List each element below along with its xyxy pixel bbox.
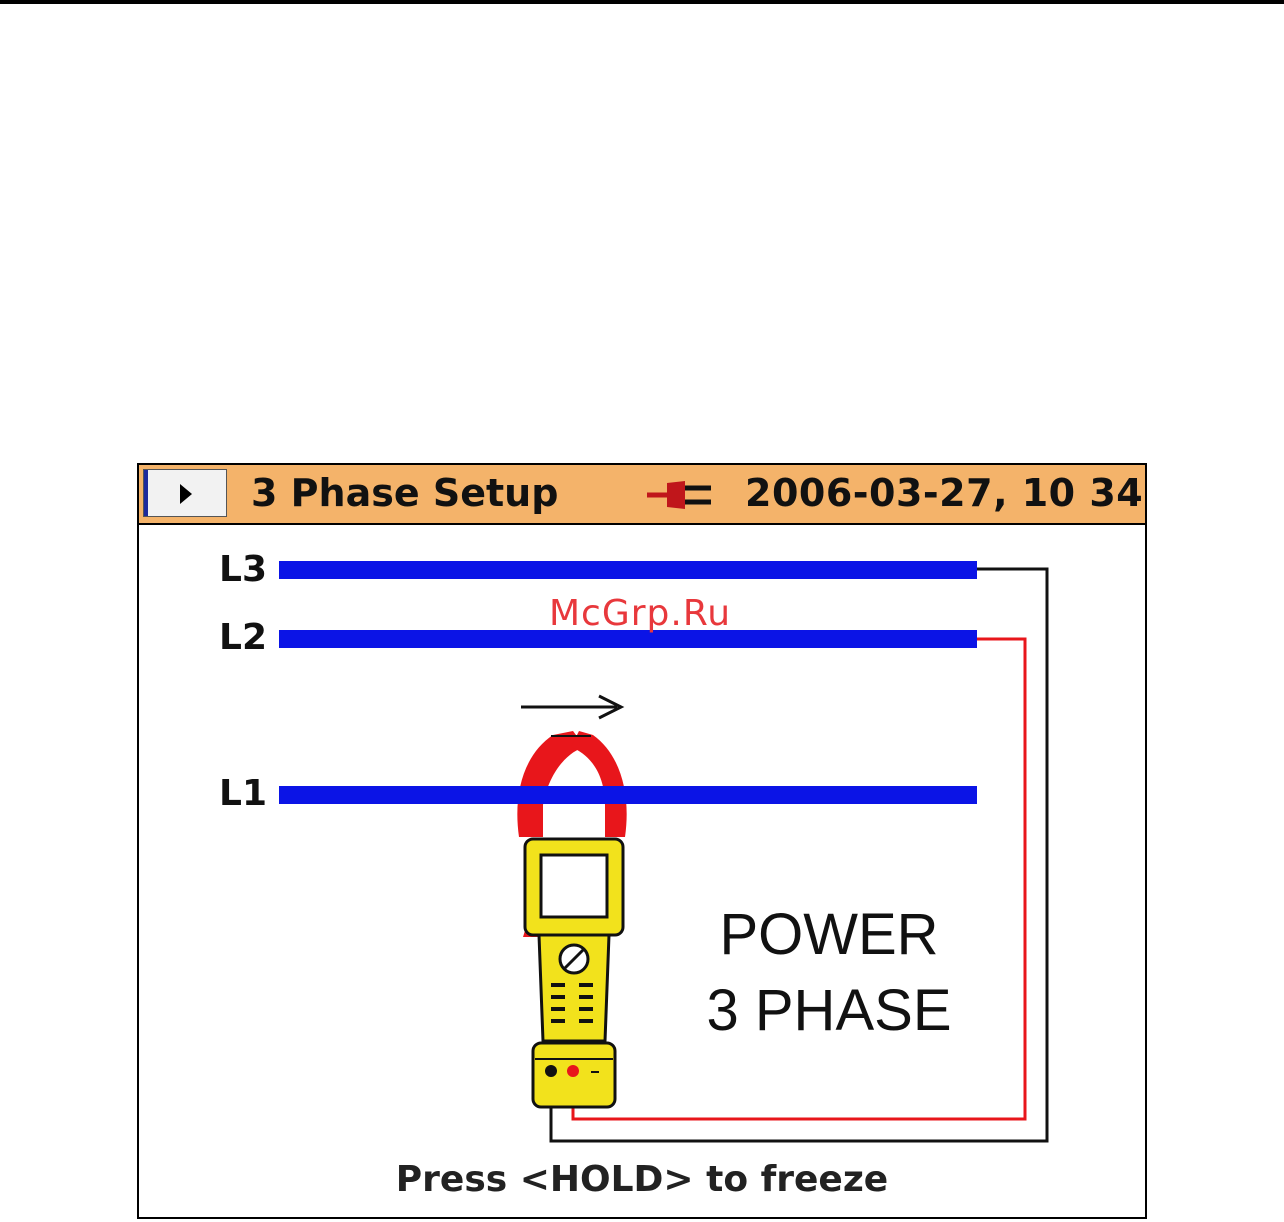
line-label-l1: L1 bbox=[219, 773, 267, 814]
black-terminal bbox=[545, 1065, 557, 1077]
line-label-l2: L2 bbox=[219, 617, 267, 658]
red-terminal bbox=[567, 1065, 579, 1077]
hold-hint: Press <HOLD> to freeze bbox=[139, 1159, 1145, 1200]
meter-display bbox=[541, 855, 607, 917]
watermark: McGrp.Ru bbox=[549, 593, 731, 634]
mode-title-line2: 3 PHASE bbox=[679, 977, 979, 1044]
red-lead bbox=[573, 639, 1025, 1119]
mode-title-line1: POWER bbox=[679, 901, 979, 968]
meter-screen: 3 Phase Setup 2006-03-27, 10 34 bbox=[137, 463, 1147, 1219]
top-rule bbox=[0, 0, 1284, 4]
line-label-l3: L3 bbox=[219, 549, 267, 590]
black-lead bbox=[551, 569, 1047, 1141]
connection-diagram bbox=[139, 465, 1145, 1217]
